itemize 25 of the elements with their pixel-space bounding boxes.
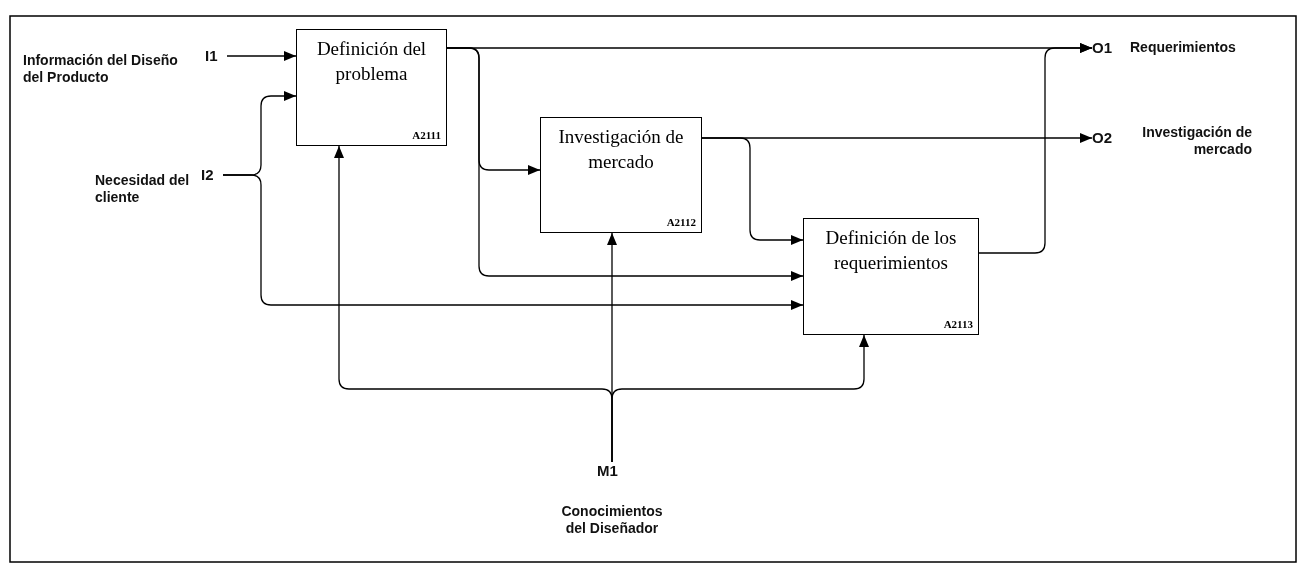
- activity-title: Definición del problema: [315, 37, 428, 86]
- arrow-description: Necesidad del cliente: [95, 172, 190, 206]
- arrow-code-label: I2: [201, 166, 214, 183]
- arrow-description: Información del Diseño del Producto: [23, 52, 179, 86]
- arrow-description: Requerimientos: [1130, 39, 1237, 56]
- activity-box: [540, 117, 702, 233]
- arrow: [226, 51, 297, 61]
- activity-box: [296, 29, 447, 146]
- arrow: [446, 47, 804, 281]
- arrow: [611, 334, 869, 463]
- arrow: [978, 43, 1093, 254]
- arrow-description: Conocimientos del Diseñador: [560, 503, 664, 537]
- arrow-code-label: O1: [1092, 39, 1112, 56]
- activity-code: A2113: [943, 318, 973, 330]
- arrow: [701, 137, 804, 245]
- arrow-code-label: O2: [1092, 129, 1112, 146]
- activity-box: [803, 218, 979, 335]
- activity-title: Investigación de mercado: [557, 125, 685, 174]
- arrow-code-label: M1: [597, 462, 618, 479]
- arrow: [222, 174, 804, 310]
- activity-title: Definición de los requerimientos: [824, 226, 958, 275]
- activity-code: A2111: [412, 129, 441, 141]
- arrow-description: Investigación de mercado: [1141, 124, 1252, 158]
- activity-code: A2112: [666, 216, 696, 228]
- arrow-code-label: I1: [205, 47, 218, 64]
